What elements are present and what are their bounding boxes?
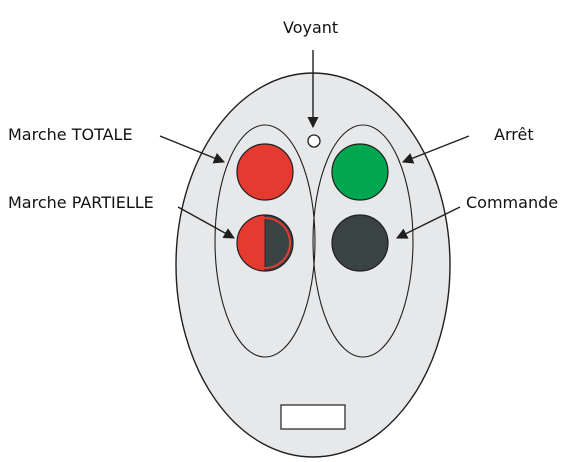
- commande-label: Commande: [466, 193, 559, 212]
- remote-body: [175, 72, 451, 458]
- left-button-group-outline: [214, 124, 316, 358]
- led-indicator: [307, 134, 321, 148]
- commande-button[interactable]: [331, 214, 389, 272]
- arret-label: Arrêt: [494, 125, 534, 144]
- arrow-marche-totale: [159, 135, 226, 164]
- right-button-group-outline: [312, 124, 414, 358]
- battery-slot: [280, 404, 346, 430]
- marche-partielle-label: Marche PARTIELLE: [8, 193, 154, 212]
- voyant-label: Voyant: [283, 18, 339, 37]
- arrow-commande: [395, 206, 461, 239]
- marche-partielle-button[interactable]: [236, 214, 294, 272]
- arrow-marche-partielle: [177, 206, 235, 239]
- marche-partielle-outline: [236, 214, 294, 272]
- arrow-arret: [401, 135, 470, 164]
- arret-button[interactable]: [331, 143, 389, 201]
- marche-partielle-red-ring: [239, 217, 291, 269]
- marche-totale-label: Marche TOTALE: [8, 125, 133, 144]
- marche-totale-button[interactable]: [236, 143, 294, 201]
